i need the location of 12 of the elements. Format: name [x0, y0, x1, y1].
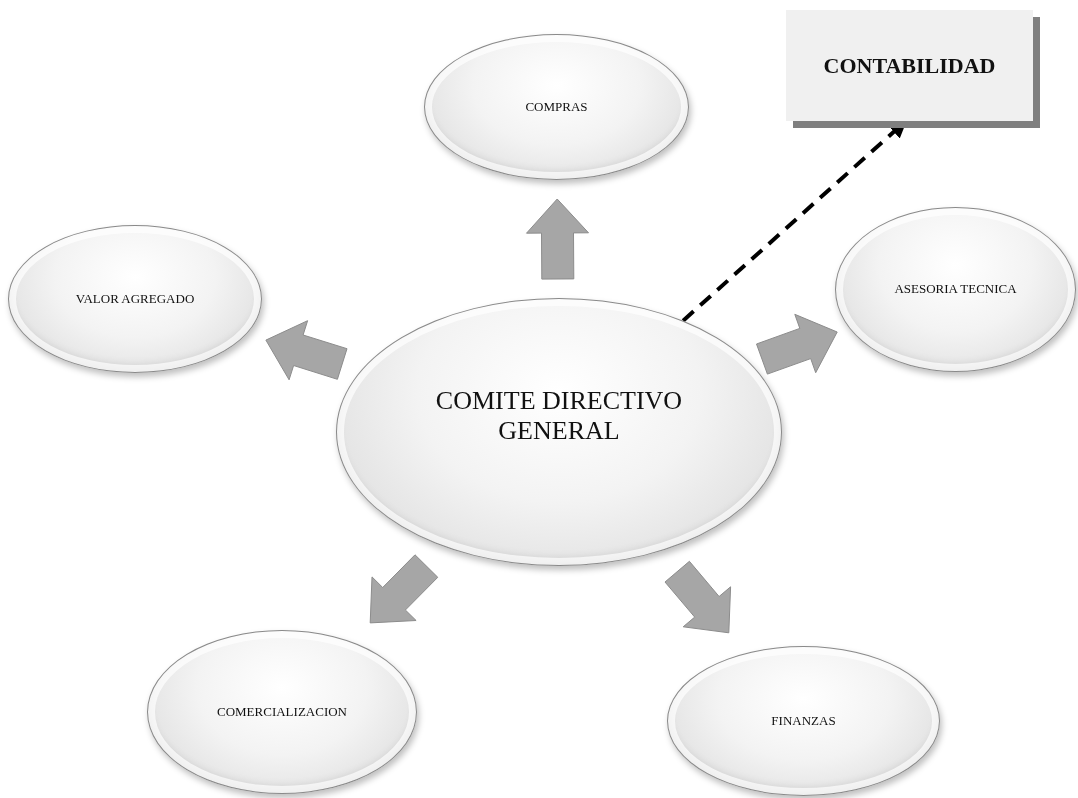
block-arrow — [664, 560, 732, 634]
node-label: COMPRAS — [525, 99, 588, 115]
node-label: FINANZAS — [771, 713, 836, 729]
block-arrow — [369, 554, 439, 624]
block-arrow — [265, 320, 348, 381]
node-label: CONTABILIDAD — [823, 52, 996, 79]
node-label: VALOR AGREGADO — [75, 291, 195, 307]
node-label: ASESORIA TECNICA — [894, 282, 1017, 297]
node-label: COMERCIALIZACION — [217, 704, 347, 720]
node-label: COMITE DIRECTIVO GENERAL — [434, 386, 684, 446]
block-arrow — [526, 198, 589, 280]
block-arrow — [756, 313, 838, 375]
